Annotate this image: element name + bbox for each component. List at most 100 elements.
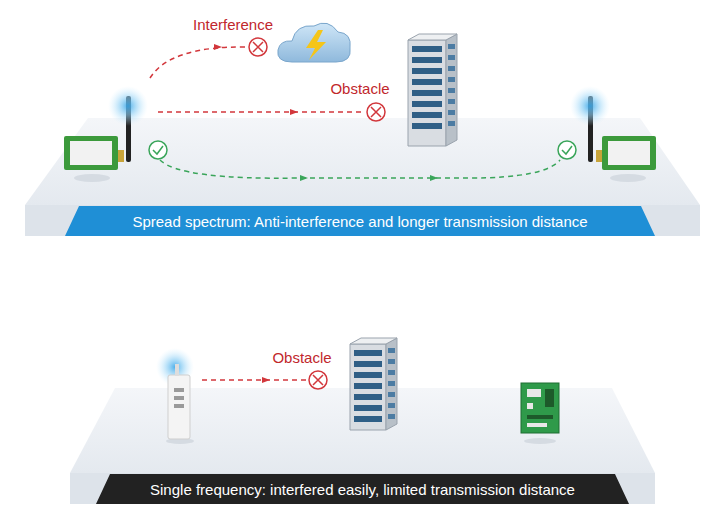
building-part xyxy=(412,90,442,96)
passing-signal-part xyxy=(430,175,438,181)
building-part xyxy=(412,46,442,52)
building-part xyxy=(388,359,395,364)
radio-module-part xyxy=(608,141,650,165)
passing-signal-part xyxy=(562,146,572,154)
receiver-board-part xyxy=(527,403,533,409)
callout-label: Obstacle xyxy=(272,349,331,366)
blocked-signal-part xyxy=(313,375,323,385)
building-part xyxy=(412,101,442,107)
building-part xyxy=(354,405,382,411)
receiver-board-part xyxy=(521,383,559,433)
building-part xyxy=(412,68,442,74)
blocked-signal-part xyxy=(158,111,364,113)
radio-module-part xyxy=(118,150,124,162)
radio-module-part xyxy=(570,86,610,126)
blocked-signal-part xyxy=(309,371,327,389)
remote-control-part xyxy=(174,388,184,392)
building-part xyxy=(446,34,457,146)
building-part xyxy=(354,383,382,389)
radio-module-part xyxy=(108,86,148,126)
remote-control xyxy=(156,348,194,439)
shadow xyxy=(74,174,646,444)
banner-text: Spread spectrum: Anti-interference and l… xyxy=(132,213,587,230)
blocked-signal xyxy=(202,371,327,389)
receiver-board xyxy=(521,383,559,433)
building-part xyxy=(354,372,382,378)
passing-signal-part xyxy=(300,175,308,181)
banner-fill xyxy=(96,474,629,504)
building-part xyxy=(354,350,382,356)
callout-label: Interference xyxy=(193,16,273,33)
radio-module-part xyxy=(64,136,118,170)
receiver-board-part xyxy=(527,415,553,419)
building-part xyxy=(408,40,446,146)
building-part xyxy=(386,338,397,430)
remote-control-part xyxy=(174,396,184,400)
blocked-signal xyxy=(150,47,364,112)
arrow-head-part xyxy=(290,109,298,115)
building-part xyxy=(448,88,455,93)
building-part xyxy=(388,381,395,386)
cloud-icon-part xyxy=(278,23,350,62)
building-part xyxy=(448,99,455,104)
platform-part xyxy=(25,205,700,236)
platform xyxy=(70,388,655,504)
radio-module xyxy=(64,86,148,170)
building-part xyxy=(448,121,455,126)
radio-module-part xyxy=(602,136,656,170)
building-part xyxy=(448,55,455,60)
radio-module-part xyxy=(70,141,112,165)
callout-label: Obstacle xyxy=(330,80,389,97)
platform-part xyxy=(70,473,655,504)
building-part xyxy=(412,123,442,129)
remote-control-part xyxy=(174,404,184,408)
receiver-board-part xyxy=(545,389,554,407)
radio-module-part xyxy=(596,150,602,162)
blocked-mark-part xyxy=(367,103,385,121)
shadow-part xyxy=(524,438,556,444)
passing-signal-part xyxy=(558,141,576,159)
passing-signal-part xyxy=(153,146,163,154)
building-part xyxy=(388,403,395,408)
building-part xyxy=(354,416,382,422)
blocked-mark-part xyxy=(249,38,267,56)
building-part xyxy=(350,338,397,344)
arrow-head-part xyxy=(214,44,222,50)
building-part xyxy=(412,112,442,118)
blocked-signal-part xyxy=(150,47,246,78)
cloud-icon xyxy=(278,23,350,62)
building xyxy=(350,338,397,430)
building-part xyxy=(350,344,386,430)
shadow-part xyxy=(74,174,110,182)
building-part xyxy=(388,392,395,397)
receiver-board-part xyxy=(527,389,541,397)
shadow-part xyxy=(610,174,646,182)
building-part xyxy=(448,110,455,115)
radio-module xyxy=(570,86,656,170)
building-part xyxy=(448,66,455,71)
building-part xyxy=(388,414,395,419)
building-part xyxy=(388,370,395,375)
building-part xyxy=(448,44,455,49)
building-part xyxy=(388,348,395,353)
passing-signal xyxy=(149,141,576,181)
banner-fill xyxy=(65,206,655,236)
blocked-mark-part xyxy=(371,107,381,117)
building-part xyxy=(412,57,442,63)
receiver-board-part xyxy=(527,423,547,427)
blocked-signal-part xyxy=(202,379,308,381)
remote-control-part xyxy=(168,375,190,439)
passing-signal-part xyxy=(160,160,560,178)
building xyxy=(408,34,457,146)
blocked-mark-part xyxy=(253,42,263,52)
caption-banner: Single frequency: interfered easily, lim… xyxy=(96,474,629,504)
cloud-icon-part xyxy=(306,30,326,60)
building-part xyxy=(408,34,457,40)
passing-signal-part xyxy=(149,141,167,159)
building-part xyxy=(354,361,382,367)
caption-banner: Spread spectrum: Anti-interference and l… xyxy=(65,206,655,236)
blocked-signal-part xyxy=(262,377,270,383)
building-part xyxy=(354,394,382,400)
remote-control-part xyxy=(175,364,179,376)
